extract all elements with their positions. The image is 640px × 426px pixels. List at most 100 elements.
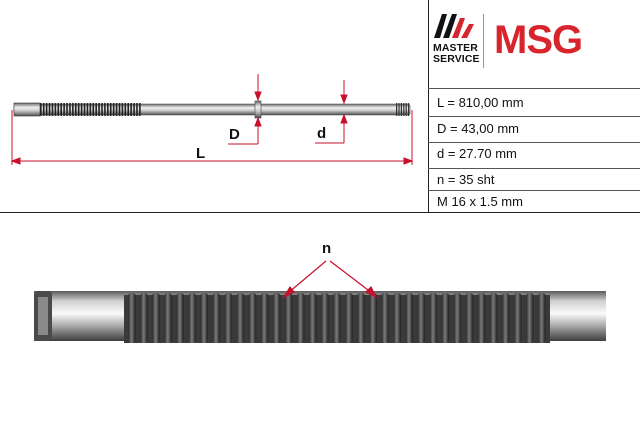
overview-tooth [60,103,62,116]
D-arrow-bottom-head [254,116,262,127]
thread-ridge [400,103,402,116]
rack-tooth [128,293,136,343]
detail-teeth [128,293,546,343]
overview-tooth [51,103,54,116]
spec-row-divider [428,88,640,89]
overview-tooth [42,103,45,116]
rack-tooth [284,293,293,343]
rack-tooth [441,293,450,343]
overview-tooth [86,103,89,116]
overview-tooth [124,103,127,116]
panel-divider-horizontal [0,212,640,213]
rack-tooth [465,293,474,343]
thread-ridge [396,103,398,116]
msg-logo-icon [434,14,474,38]
rack-tooth [526,293,534,343]
rack-tooth [345,293,353,343]
rack-tooth [248,293,257,343]
rack-teeth-detail [34,260,606,343]
spec-row-divider [428,142,640,143]
panel-divider-vertical [428,0,429,212]
d-arrow-top-head [340,94,348,105]
overview-tooth [48,103,51,116]
rack-tooth [393,293,401,343]
spec-diameter-D: D = 43,00 mm [437,121,520,136]
overview-tooth [130,103,132,116]
overview-tooth [92,103,95,116]
rack-tooth [369,293,377,343]
rack-tooth [164,293,172,343]
overview-tooth [118,103,121,116]
rack-tooth [357,293,365,343]
overview-tooth [115,103,118,116]
rack-tooth [501,293,510,343]
d-arrow-bottom-head [340,113,348,124]
brand-separator [483,14,484,68]
rack-tooth [272,293,281,343]
overview-tooth [101,103,103,116]
L-arrow-right [403,157,414,165]
brand-name: MASTER SERVICE [433,43,480,65]
n-arrow-right-head [364,285,378,299]
overview-tooth [63,103,65,116]
overview-tooth [72,103,74,116]
rack-tooth [453,293,462,343]
overview-tooth [69,103,71,116]
overview-tooth [57,103,60,116]
overview-tooth [112,103,115,116]
spec-tooth-count: n = 35 sht [437,172,495,187]
rack-tooth [381,293,389,343]
overview-tooth [127,103,130,116]
L-arrow-left [10,157,21,165]
rack-tooth [152,293,160,343]
rack-tooth [538,293,546,343]
label-D: D [229,126,240,143]
rack-tooth [188,293,196,343]
rack-tooth [405,293,413,343]
overview-tooth [133,103,135,116]
rack-overview-drawing [10,74,414,165]
overview-tooth [136,103,138,116]
overview-tooth [104,103,106,116]
overview-tooth [40,103,42,116]
rack-tooth [260,293,269,343]
overview-tooth [121,103,124,116]
overview-tooth [98,103,100,116]
overview-tooth [45,103,48,116]
n-arrow-left-line [287,260,327,294]
rack-tooth [200,293,208,343]
rack-tooth [236,293,245,343]
overview-tooth [109,103,112,116]
overview-tooth [77,103,80,116]
thread-ridge [398,103,400,116]
rack-tooth [140,293,148,343]
rack-tooth [333,293,341,343]
rack-tooth [176,293,184,343]
brand-line-1: MASTER [433,42,478,54]
rack-tooth [514,293,522,343]
msg-wordmark: MSG [494,18,583,62]
n-arrow-left-head [282,285,295,299]
n-arrow-right-line [329,260,373,294]
left-thread [13,102,41,117]
D-arrow-top-head [254,91,262,102]
overview-tooth [139,103,141,116]
overview-teeth [40,103,141,116]
collar [254,100,262,119]
thread-ridge [408,103,410,116]
overview-tooth [80,103,83,116]
rack-tooth [212,293,221,343]
rack-tooth [309,293,317,343]
thread-ridge [405,103,407,116]
rack-tooth [489,293,498,343]
spec-thread: M 16 x 1.5 mm [437,194,523,209]
spec-length: L = 810,00 mm [437,95,524,110]
overview-tooth [54,103,57,116]
rack-tooth [296,293,305,343]
overview-tooth [89,103,92,116]
label-n: n [322,240,332,257]
detail-shaft-end-highlight [38,297,48,335]
overview-tooth [107,103,109,116]
overview-tooth [83,103,86,116]
spec-row-divider [428,190,640,191]
